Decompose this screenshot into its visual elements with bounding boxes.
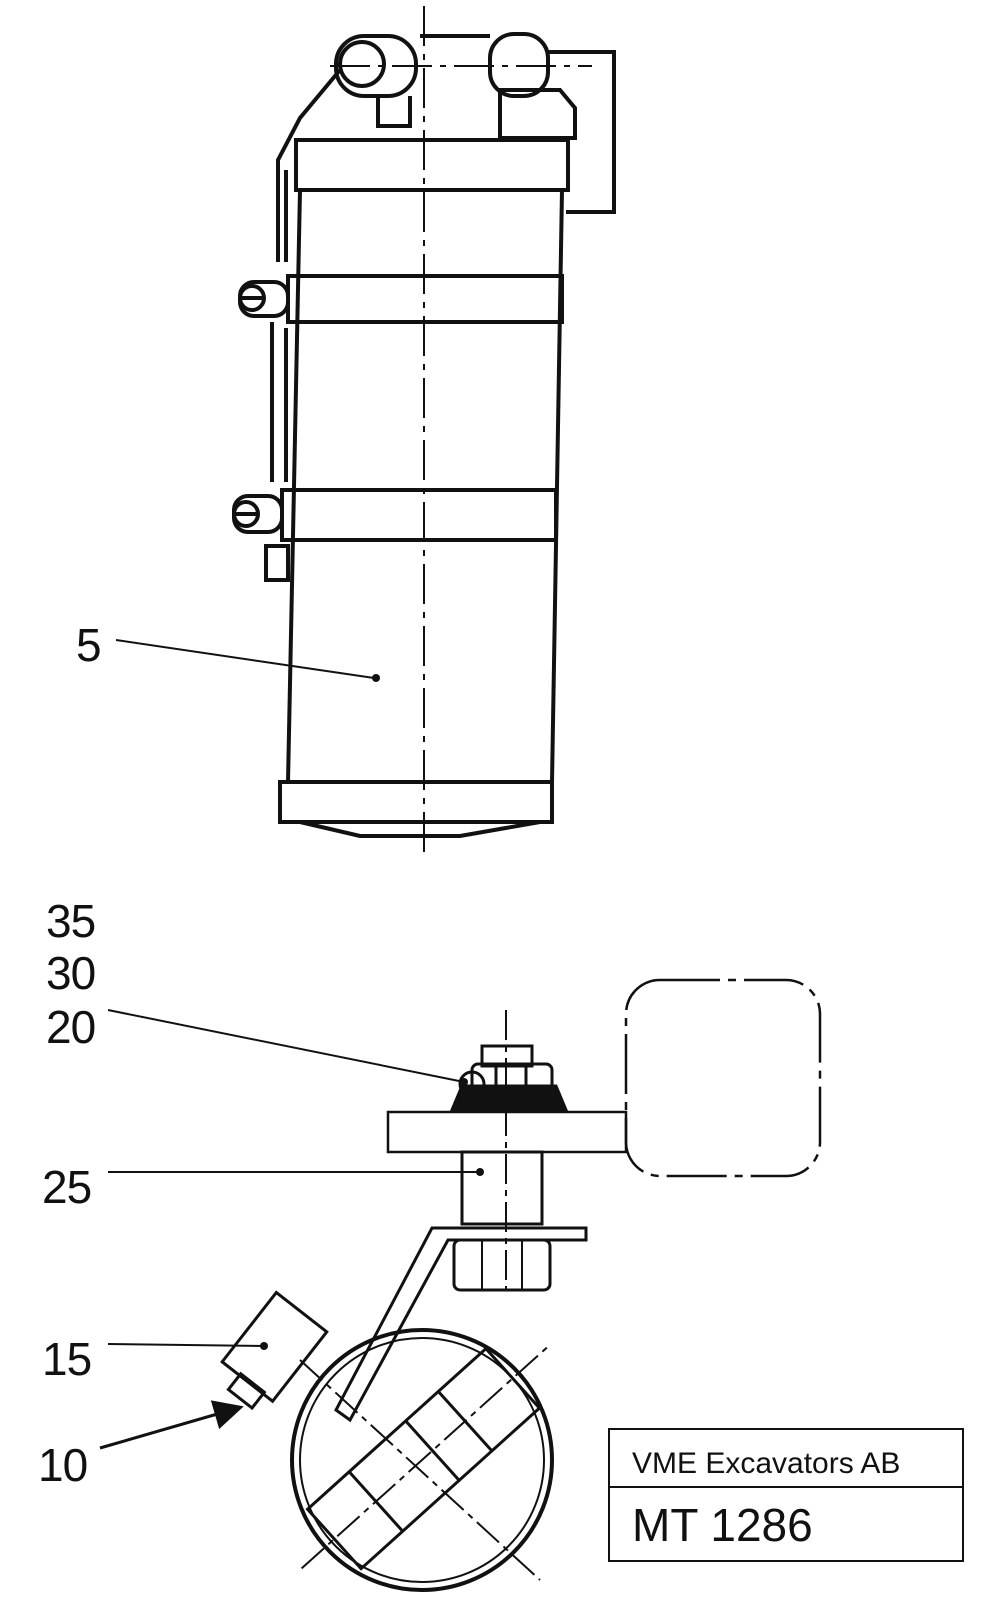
pipe-clamp-ring	[290, 1328, 554, 1592]
spacer	[460, 1150, 544, 1226]
leaders-lower	[99, 1009, 480, 1450]
callout-10: 10	[38, 1439, 88, 1491]
callout-20: 20	[46, 1001, 96, 1053]
nut-stack	[449, 1044, 569, 1112]
bottom-cap	[278, 780, 554, 824]
clamped-cylinder	[300, 1346, 548, 1571]
mounting-component	[624, 978, 822, 1178]
callout-30: 30	[46, 947, 96, 999]
left-pipe-upper	[276, 68, 342, 262]
callout-35: 35	[46, 895, 96, 947]
lower-nut	[452, 1238, 552, 1292]
callout-15: 15	[42, 1333, 92, 1385]
top-cap	[294, 138, 570, 192]
side-pipe	[548, 50, 616, 214]
leader-5	[115, 639, 380, 682]
center-lines	[330, 6, 592, 860]
small-block	[264, 544, 290, 582]
filter-cylinder	[232, 32, 616, 838]
top-fitting-bore	[338, 40, 386, 88]
nut	[470, 1062, 554, 1106]
clamp-band-lower	[280, 488, 558, 542]
company-name: VME Excavators AB	[610, 1430, 962, 1488]
bracket-arm	[334, 1226, 588, 1423]
drawing-number: MT 1286	[632, 1499, 813, 1551]
clamp-screw-block	[220, 1290, 329, 1411]
callout-5: 5	[76, 619, 102, 671]
callout-25: 25	[42, 1161, 92, 1213]
title-block: VME Excavators AB MT 1286	[608, 1428, 964, 1562]
top-elbow-right	[498, 88, 577, 140]
